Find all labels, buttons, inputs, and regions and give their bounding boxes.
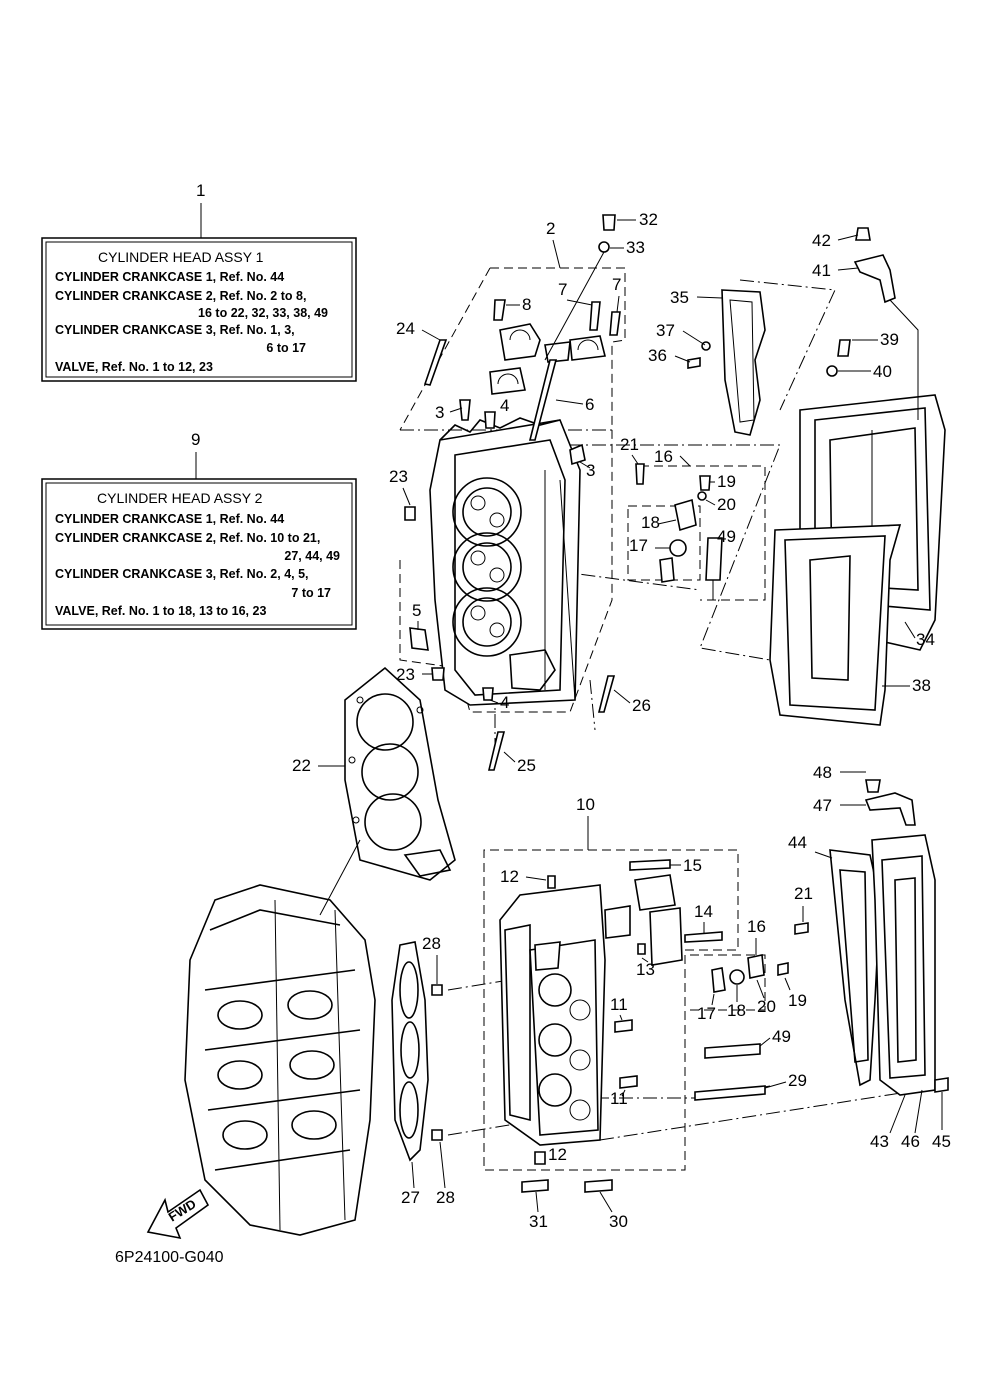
diagram-code: 6P24100-G040 [115, 1249, 224, 1266]
assy-1-line-2: CYLINDER CRANKCASE 2, Ref. No. 2 to 8, [55, 289, 306, 303]
assy-1-line-6: VALVE, Ref. No. 1 to 12, 23 [55, 360, 213, 374]
callout-34: 34 [916, 630, 935, 649]
callout-7-b: 7 [612, 275, 621, 294]
callout-19-b: 19 [788, 991, 807, 1010]
assy-2-line-6: VALVE, Ref. No. 1 to 18, 13 to 16, 23 [55, 604, 266, 618]
callout-12-a: 12 [500, 867, 519, 886]
callout-9: 9 [191, 430, 200, 449]
callout-21-b: 21 [794, 884, 813, 903]
callout-18-a: 18 [641, 513, 660, 532]
callout-19-a: 19 [717, 472, 736, 491]
callout-11-a: 11 [610, 995, 628, 1014]
callout-49-a: 49 [717, 527, 736, 546]
callout-10: 10 [576, 795, 595, 814]
callout-46: 46 [901, 1132, 920, 1151]
upper-cylinder-head [429, 417, 581, 706]
assy-2-line-2: CYLINDER CRANKCASE 2, Ref. No. 10 to 21, [55, 531, 320, 545]
callout-7-a: 7 [558, 280, 567, 299]
callout-32: 32 [639, 210, 658, 229]
callout-1: 1 [196, 181, 205, 200]
callout-15: 15 [683, 856, 702, 875]
callout-38: 38 [912, 676, 931, 695]
assy-2-line-4: CYLINDER CRANKCASE 3, Ref. No. 2, 4, 5, [55, 567, 309, 581]
assy-2-line-5: 7 to 17 [291, 586, 331, 600]
callout-30: 30 [609, 1212, 628, 1231]
callout-41: 41 [812, 261, 831, 280]
callout-16-a: 16 [654, 447, 673, 466]
callout-40: 40 [873, 362, 892, 381]
callout-33: 33 [626, 238, 645, 257]
callout-28-b: 28 [436, 1188, 455, 1207]
callout-20-a: 20 [717, 495, 736, 514]
callout-11-b: 11 [610, 1089, 628, 1108]
callout-25: 25 [517, 756, 536, 775]
callout-14: 14 [694, 902, 713, 921]
callout-28-a: 28 [422, 934, 441, 953]
callout-22: 22 [292, 756, 311, 775]
callout-24: 24 [396, 319, 415, 338]
lower-cylinder-head [499, 884, 606, 1146]
callout-12-b: 12 [548, 1145, 567, 1164]
lower-exhaust-cover [829, 834, 936, 1096]
callout-2: 2 [546, 219, 555, 238]
callout-5: 5 [412, 601, 421, 620]
callout-49-b: 49 [772, 1027, 791, 1046]
upper-cam-caps [489, 323, 606, 395]
callout-3-a: 3 [435, 403, 444, 422]
lower-small-parts [431, 779, 949, 1193]
callout-47: 47 [813, 796, 832, 815]
fwd-arrow: FWD [146, 1188, 210, 1240]
assy-2-line-3: 27, 44, 49 [284, 549, 340, 563]
callout-27: 27 [401, 1188, 420, 1207]
callout-6: 6 [585, 395, 594, 414]
upper-small-parts [404, 214, 896, 771]
assy-2-title: CYLINDER HEAD ASSY 2 [97, 490, 263, 506]
callout-31: 31 [529, 1212, 548, 1231]
callout-48: 48 [813, 763, 832, 782]
callout-17-a: 17 [629, 536, 648, 555]
assy-1-line-3: 16 to 22, 32, 33, 38, 49 [198, 306, 328, 320]
assy-1-title: CYLINDER HEAD ASSY 1 [98, 249, 264, 265]
callout-21-a: 21 [620, 435, 639, 454]
callout-16-b: 16 [747, 917, 766, 936]
callout-18-b: 18 [727, 1001, 746, 1020]
callout-17-b: 17 [697, 1004, 716, 1023]
callout-4-b: 4 [500, 693, 509, 712]
callout-35: 35 [670, 288, 689, 307]
callout-4-a: 4 [500, 396, 509, 415]
callout-29: 29 [788, 1071, 807, 1090]
upper-thermostat-cover [721, 289, 766, 436]
assy-2-line-1: CYLINDER CRANKCASE 1, Ref. No. 44 [55, 512, 284, 526]
callout-37: 37 [656, 321, 675, 340]
callout-44: 44 [788, 833, 807, 852]
callout-3-b: 3 [586, 461, 595, 480]
upper-head-gasket [344, 666, 456, 881]
callout-23-a: 23 [389, 467, 408, 486]
assy-1-label: 1 CYLINDER HEAD ASSY 1 CYLINDER CRANKCAS… [41, 181, 357, 382]
callout-8: 8 [522, 295, 531, 314]
assy-1-line-1: CYLINDER CRANKCASE 1, Ref. No. 44 [55, 270, 284, 284]
callout-39: 39 [880, 330, 899, 349]
lower-head-gasket [391, 941, 429, 1162]
assy-1-line-4: CYLINDER CRANKCASE 3, Ref. No. 1, 3, [55, 323, 295, 337]
cylinder-block [184, 884, 376, 1236]
callout-26: 26 [632, 696, 651, 715]
callout-13: 13 [636, 960, 655, 979]
assy-1-line-5: 6 to 17 [266, 341, 306, 355]
callout-36: 36 [648, 346, 667, 365]
callout-43: 43 [870, 1132, 889, 1151]
callout-20-b: 20 [757, 997, 776, 1016]
assy-2-label: 9 CYLINDER HEAD ASSY 2 CYLINDER CRANKCAS… [41, 430, 357, 630]
callout-45: 45 [932, 1132, 951, 1151]
lower-cam-caps [604, 874, 683, 966]
callouts: 2 32 33 42 41 7 7 8 35 37 36 39 40 24 3 … [292, 210, 951, 1231]
upper-exhaust-cover [769, 394, 946, 726]
callout-23-b: 23 [396, 665, 415, 684]
callout-42: 42 [812, 231, 831, 250]
